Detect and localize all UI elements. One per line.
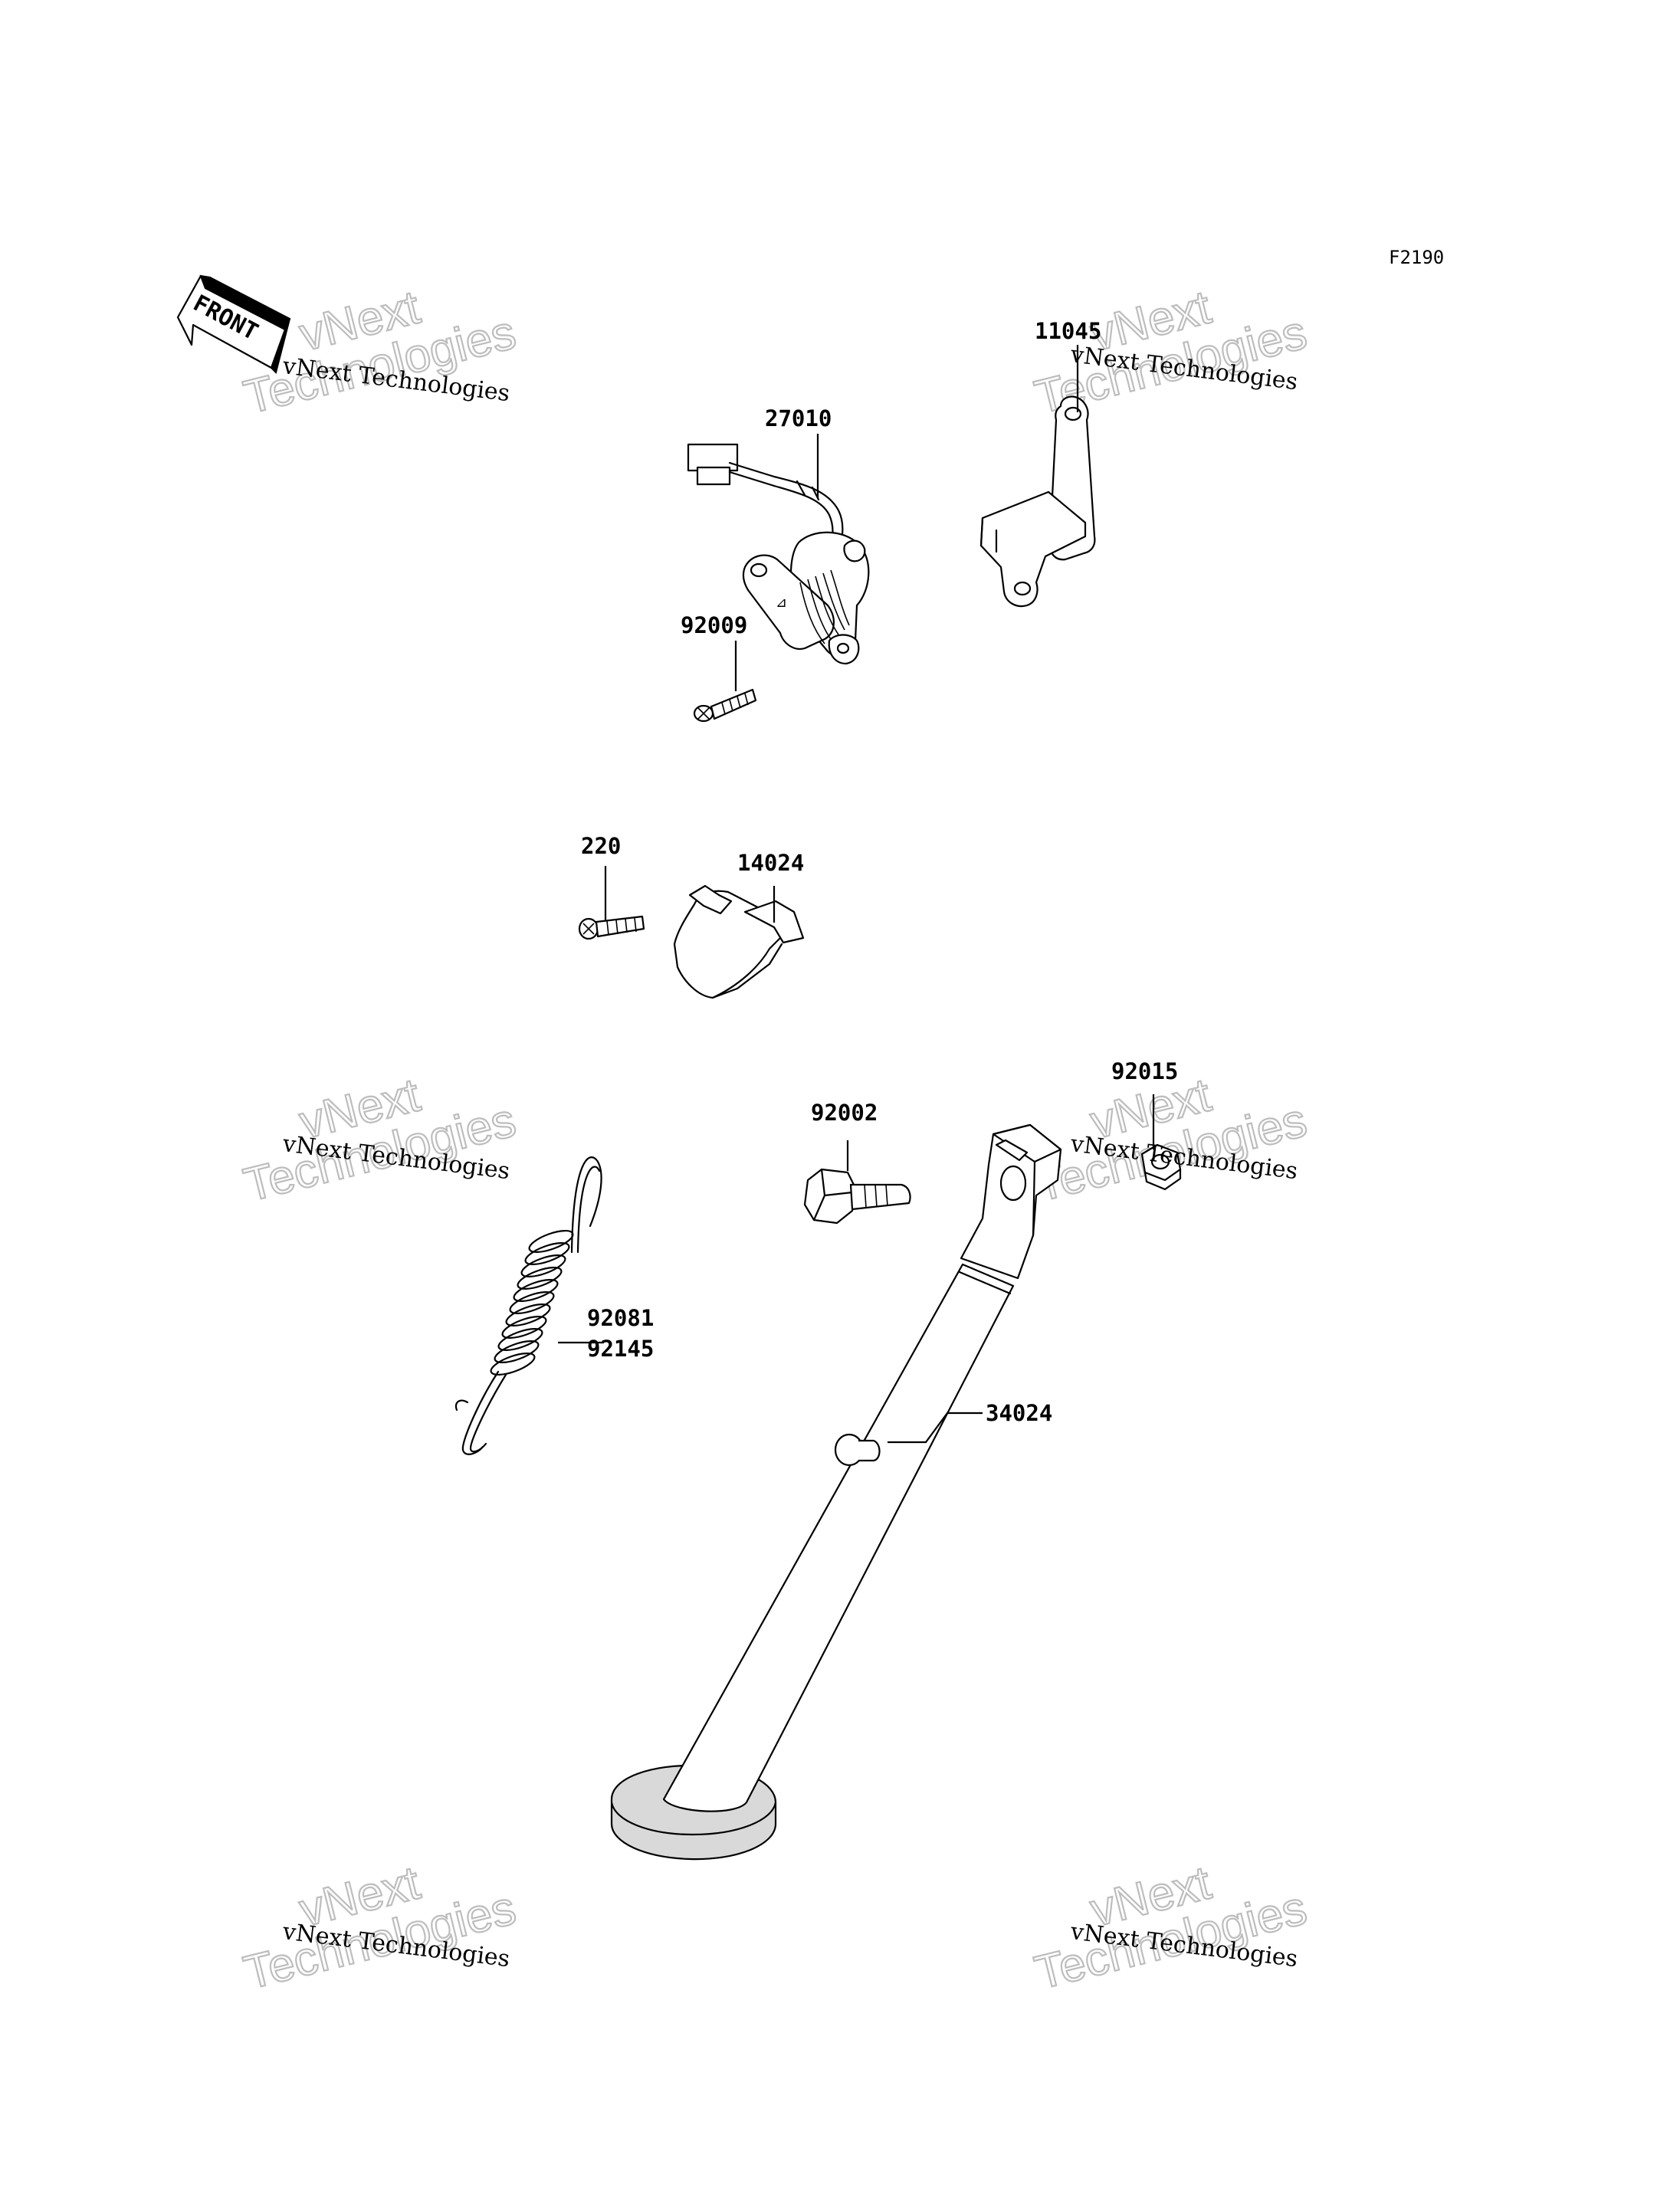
- part-label-92002: 92002: [811, 1100, 878, 1126]
- nut-92015: [1140, 1143, 1182, 1191]
- figure-id: F2190: [1389, 247, 1444, 268]
- part-label-92015: 92015: [1111, 1058, 1178, 1084]
- leader-lines: [558, 345, 1155, 1444]
- part-label-34024: 34024: [986, 1400, 1052, 1426]
- svg-text:⊿: ⊿: [776, 595, 787, 611]
- screw-220: [578, 915, 645, 940]
- part-label-92081: 92081: [587, 1305, 654, 1331]
- part-label-92009: 92009: [681, 612, 747, 638]
- part-label-14024: 14024: [737, 850, 804, 876]
- cover-14024: [673, 884, 805, 999]
- watermark: vNext Technologies: [1029, 1855, 1313, 2000]
- spring-92081: [454, 1156, 602, 1455]
- watermark: vNext Technologies: [238, 1067, 522, 1212]
- part-label-92145: 92145: [587, 1336, 654, 1362]
- screw-92009: [693, 688, 757, 723]
- part-label-11045: 11045: [1035, 318, 1101, 344]
- side-stand-switch: ⊿: [687, 443, 870, 665]
- front-arrow-icon: FRONT: [176, 274, 291, 374]
- side-stand-34024: [610, 1123, 1062, 1861]
- watermark: vNext Technologies: [238, 1855, 522, 2000]
- bracket-11045: [979, 395, 1096, 608]
- bolt-92002: [803, 1168, 911, 1225]
- part-label-27010: 27010: [765, 405, 832, 431]
- part-label-220: 220: [581, 833, 621, 859]
